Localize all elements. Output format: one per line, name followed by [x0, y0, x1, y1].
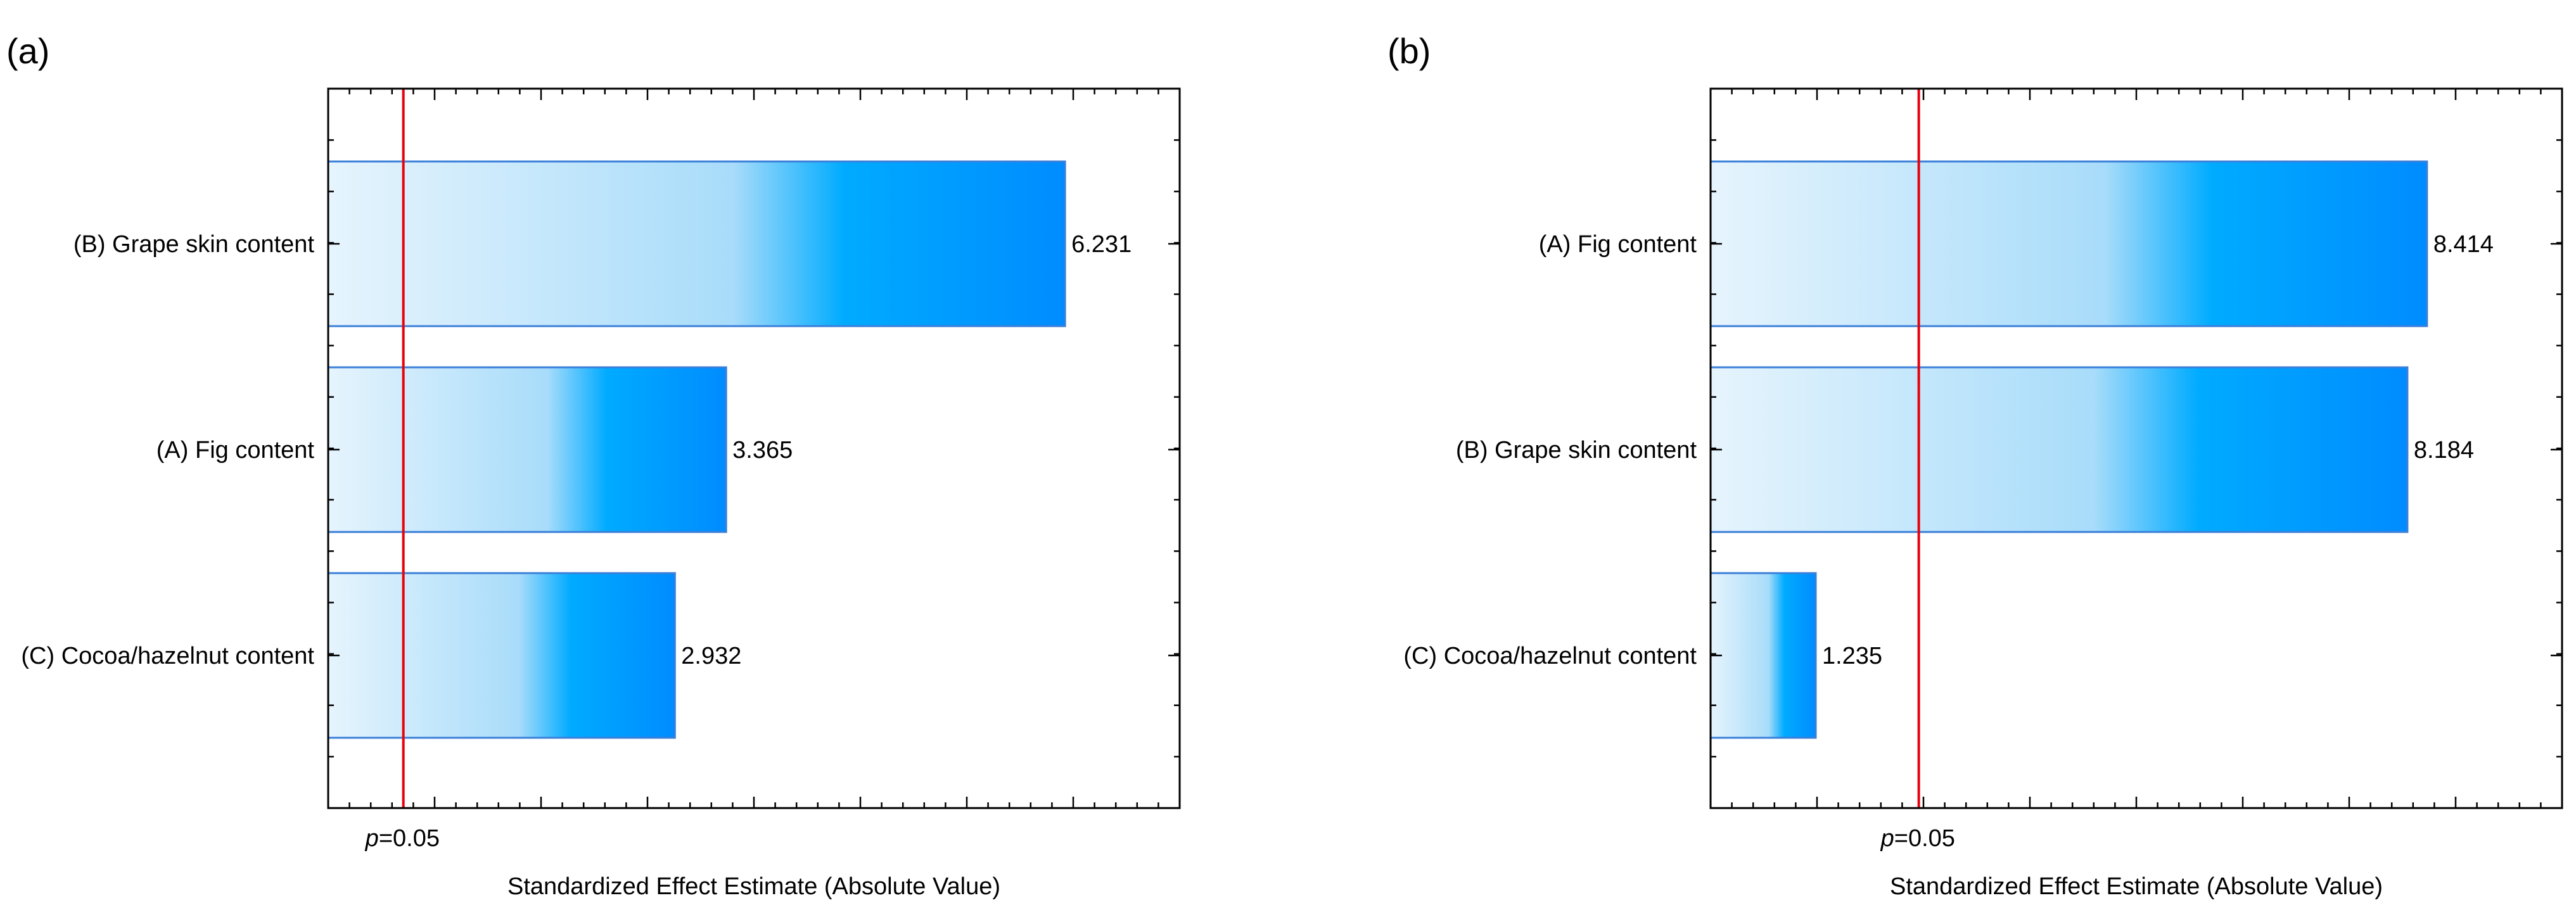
category-label: (C) Cocoa/hazelnut content	[1403, 643, 1697, 669]
category-labels: (B) Grape skin content (A) Fig content (C)…	[21, 231, 314, 669]
value-label: 8.414	[2433, 231, 2494, 258]
chart-panel-b: (b) (A) Fig content (B) Grape skin conten…	[1387, 31, 2563, 900]
value-labels: 6.231 3.365 2.932	[681, 231, 1132, 669]
x-axis-title: Standardized Effect Estimate (Absolute V…	[1890, 873, 2383, 900]
p-value-label: p=0.05	[1880, 825, 1955, 852]
bar	[1709, 572, 1817, 739]
p-threshold: =0.05	[1894, 825, 1955, 852]
value-label: 2.932	[681, 643, 741, 669]
p-symbol: p	[1880, 825, 1894, 852]
bar	[327, 572, 676, 739]
value-labels: 8.414 8.184 1.235	[1822, 231, 2494, 669]
x-axis-title: Standardized Effect Estimate (Absolute V…	[507, 873, 1000, 900]
bar	[327, 160, 1066, 327]
p-value-label: p=0.05	[365, 825, 440, 852]
bar	[327, 366, 727, 533]
panel-label: (b)	[1387, 31, 1431, 71]
category-label: (A) Fig content	[156, 437, 315, 464]
bar	[1709, 160, 2428, 327]
category-labels: (A) Fig content (B) Grape skin content (C)…	[1403, 231, 1697, 669]
p-symbol: p	[365, 825, 379, 852]
category-label: (B) Grape skin content	[73, 231, 315, 258]
bars	[327, 160, 1066, 739]
value-label: 6.231	[1071, 231, 1132, 258]
chart-panel-a: (a) (B) Grape skin content (A) Fig conten…	[6, 31, 1181, 900]
p-threshold: =0.05	[379, 825, 440, 852]
value-label: 1.235	[1822, 643, 1882, 669]
value-label: 3.365	[732, 437, 793, 464]
category-label: (A) Fig content	[1539, 231, 1697, 258]
axis-ticks	[327, 89, 1181, 808]
panel-label: (a)	[6, 31, 49, 71]
category-label: (B) Grape skin content	[1456, 437, 1697, 464]
value-label: 8.184	[2414, 437, 2474, 464]
bar	[1709, 366, 2409, 533]
bars	[1709, 160, 2428, 739]
axis-ticks	[1709, 89, 2563, 808]
category-label: (C) Cocoa/hazelnut content	[21, 643, 314, 669]
